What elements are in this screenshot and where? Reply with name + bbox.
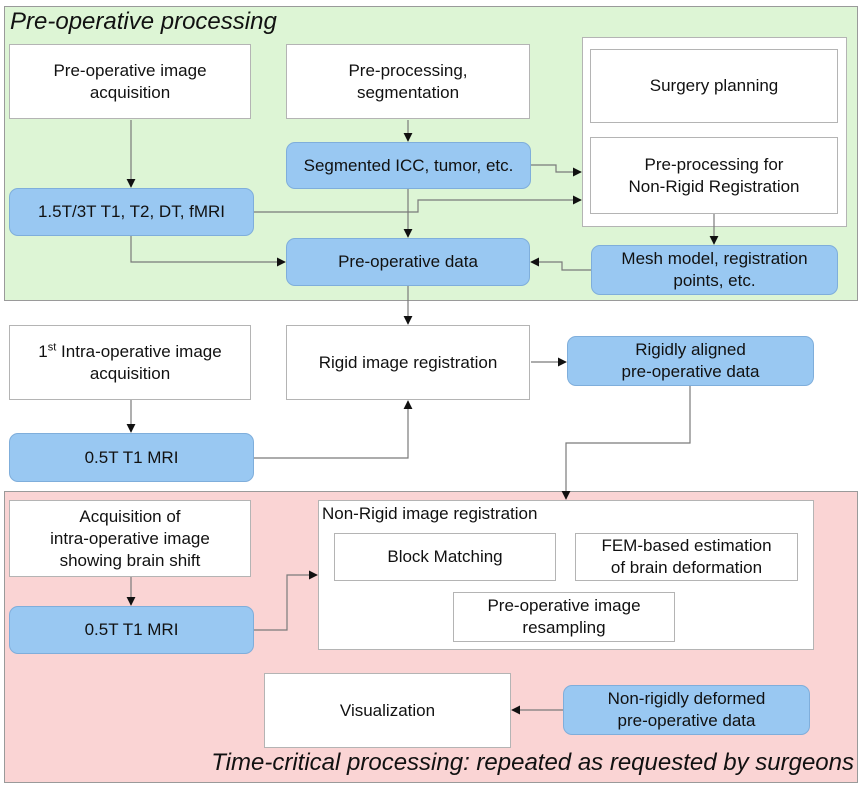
nonrigid-group-label: Non-Rigid image registration [322,504,538,523]
mri-sequences-box: 1.5T/3T T1, T2, DT, fMRI [9,188,254,236]
intraop-line1: Intra-operative image [56,341,222,361]
rigid-registration-box: Rigid image registration [286,325,530,400]
mesh-model-line1: Mesh model, registration [621,249,808,268]
brain-shift-line1: Acquisition of [79,506,181,526]
preoperative-data-box: Pre-operative data [286,238,530,286]
mri-05-label-a: 0.5T T1 MRI [84,447,179,467]
arrow-mri-to-nonrigid [254,195,582,213]
block-matching-label: Block Matching [387,547,503,566]
preoperative-data-label: Pre-operative data [338,252,478,271]
arrow-aligned-to-nonrigid [561,386,691,500]
preoperative-title: Pre-operative processing [10,8,277,35]
brain-shift-line2: intra-operative image [50,528,210,548]
rigidly-aligned-line1: Rigidly aligned [635,340,746,359]
intraop-ordinal: 1 [38,341,48,361]
segmented-icc-label: Segmented ICC, tumor, etc. [303,155,514,175]
preproc-nonrigid-line2: Non-Rigid Registration [628,176,800,196]
resampling-line1: Pre-operative image [487,596,641,615]
preprocessing-line1: Pre-processing, [348,60,468,80]
fem-line1: FEM-based estimation [601,536,772,555]
mesh-model-box: Mesh model, registration points, etc. [591,245,838,295]
resampling-box: Pre-operative image resampling [453,592,675,642]
preop-acquisition-line2: acquisition [89,82,171,102]
preproc-nonrigid-line1: Pre-processing for [644,154,784,174]
arrow-mri05b-to-nonrigid [254,570,318,631]
nonrigid-deformed-box: Non-rigidly deformed pre-operative data [563,685,810,735]
resampling-line2: resampling [522,618,606,637]
arrow-mri05-to-rigid [254,400,413,459]
intraop-ordinal-suffix: st [47,340,57,353]
mri-sequences-label: 1.5T/3T T1, T2, DT, fMRI [37,202,226,221]
timecritical-title: Time-critical processing: repeated as re… [211,749,854,776]
fem-estimation-box: FEM-based estimation of brain deformation [575,533,798,581]
mri-05-box-a: 0.5T T1 MRI [9,433,254,482]
rigid-registration-label: Rigid image registration [318,352,498,372]
preprocessing-segmentation-box: Pre-processing,segmentation [286,44,530,119]
arrow-mesh-to-preopdata [530,257,591,271]
arrow-mri-to-preopdata [130,236,286,267]
preop-acquisition-line1: Pre-operative image [53,60,207,80]
preprocessing-line2: segmentation [356,82,460,102]
intraop-line2: acquisition [89,363,171,383]
nonrigid-deformed-line2: pre-operative data [617,711,756,730]
rigidly-aligned-line2: pre-operative data [621,362,760,381]
rigidly-aligned-box: Rigidly aligned pre-operative data [567,336,814,386]
fem-line2: of brain deformation [610,558,763,577]
mesh-model-line2: points, etc. [673,271,756,290]
mri-05-box-b: 0.5T T1 MRI [9,606,254,654]
arrow-segmented-to-nonrigid [531,164,582,177]
visualization-box: Visualization [264,673,511,748]
visualization-label: Visualization [339,700,436,720]
surgery-planning-box: Surgery planning [590,49,838,123]
nonrigid-deformed-line1: Non-rigidly deformed [607,689,766,708]
surgery-planning-label: Surgery planning [649,76,779,95]
segmented-icc-box: Segmented ICC, tumor, etc. [286,142,531,189]
intraop-acquisition-box: 1st Intra-operative image acquisition [9,325,251,400]
mri-05-label-b: 0.5T T1 MRI [84,620,179,639]
block-matching-box: Block Matching [334,533,556,581]
brain-shift-line3: showing brain shift [59,550,201,570]
